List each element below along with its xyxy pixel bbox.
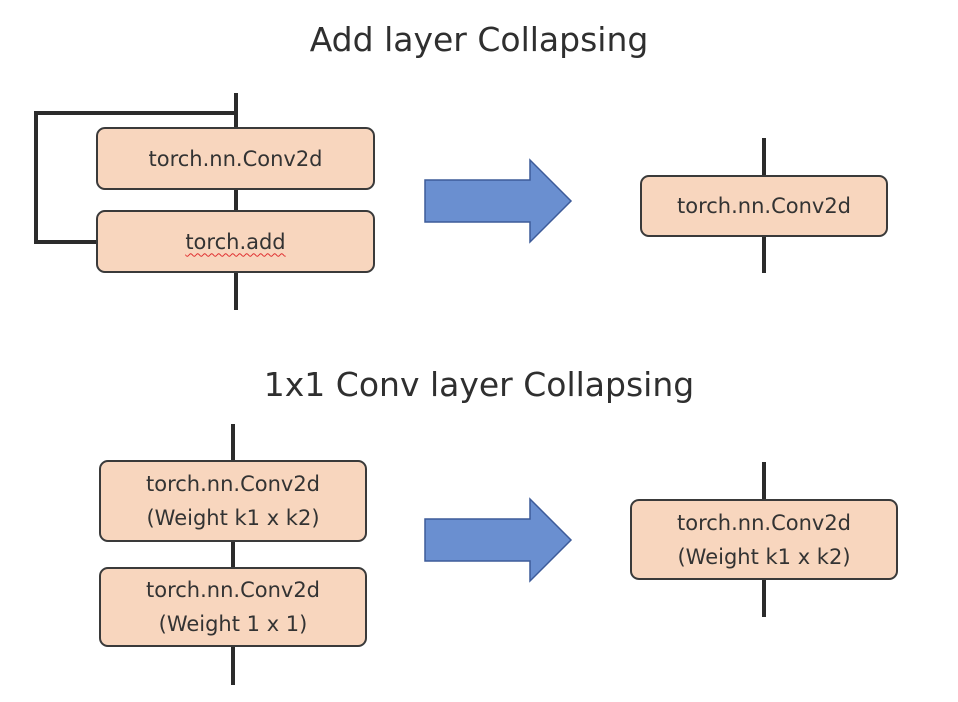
main-flow-line (234, 93, 238, 310)
skip-connection-side (34, 111, 38, 244)
conv2d-1x1-node: torch.nn.Conv2d (Weight 1 x 1) (99, 567, 367, 647)
merged-conv2d-node: torch.nn.Conv2d (Weight k1 x k2) (630, 499, 898, 580)
collapsed-conv2d-node: torch.nn.Conv2d (640, 175, 888, 237)
merged-conv2d-label: torch.nn.Conv2d (676, 510, 852, 535)
add-node-label: torch.add (185, 229, 286, 254)
conv1x1-collapsing-title: 1x1 Conv layer Collapsing (263, 365, 695, 404)
add-collapsing-title: Add layer Collapsing (309, 20, 649, 59)
skip-connection-top (34, 111, 236, 115)
transform-arrow-icon (424, 497, 573, 583)
conv2d-k1k2-weight: (Weight k1 x k2) (146, 506, 320, 530)
transform-arrow-icon (424, 158, 573, 244)
conv-chain-line (231, 424, 235, 685)
collapsed-conv2d-label: torch.nn.Conv2d (676, 194, 852, 218)
conv2d-node: torch.nn.Conv2d (96, 127, 375, 190)
conv2d-1x1-label: torch.nn.Conv2d (145, 578, 321, 602)
conv2d-k1k2-node: torch.nn.Conv2d (Weight k1 x k2) (99, 460, 367, 542)
conv2d-1x1-weight: (Weight 1 x 1) (158, 612, 308, 636)
add-node: torch.add (96, 210, 375, 273)
conv2d-node-label: torch.nn.Conv2d (148, 146, 323, 171)
conv2d-k1k2-label: torch.nn.Conv2d (145, 472, 321, 496)
skip-connection-bottom (34, 240, 98, 244)
merged-conv2d-weight: (Weight k1 x k2) (677, 544, 851, 569)
